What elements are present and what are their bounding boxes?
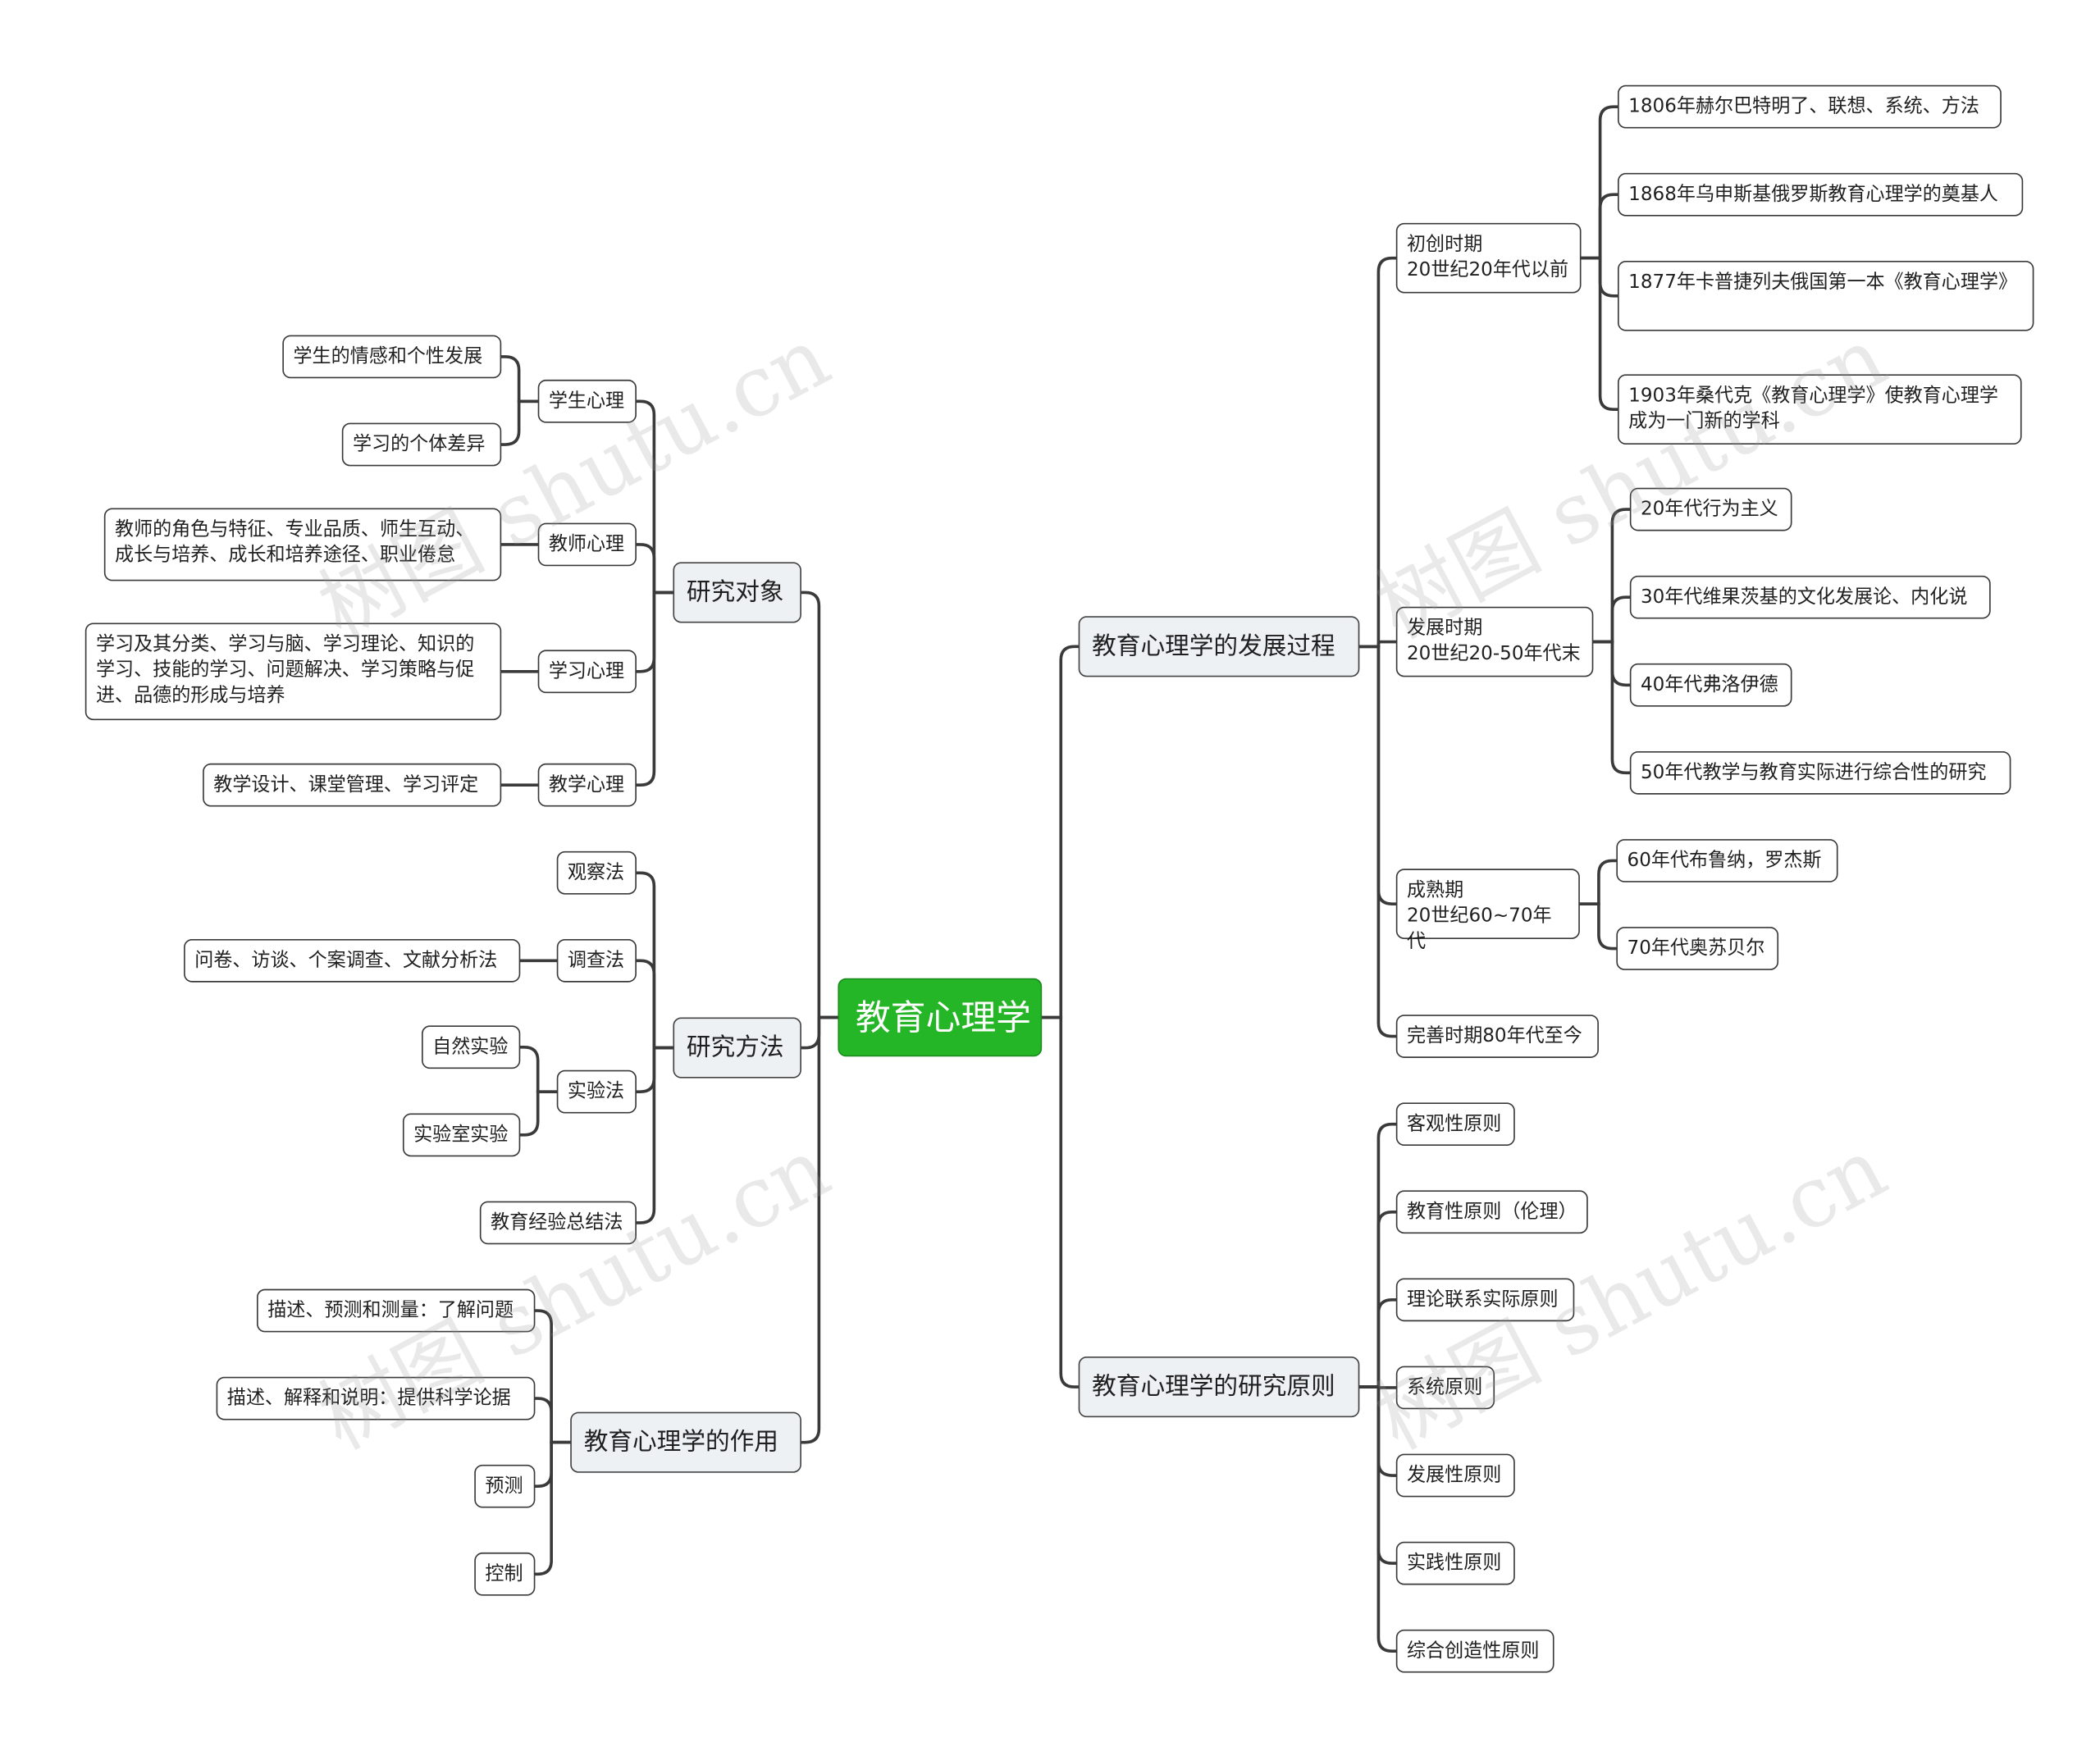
method-experiment[interactable]: 实验法 xyxy=(556,1069,637,1114)
connector-line xyxy=(1578,859,1618,905)
connector-line xyxy=(533,1309,573,1444)
principle-system[interactable]: 系统原则 xyxy=(1395,1366,1495,1410)
connector-line xyxy=(635,959,675,1050)
principle-educational[interactable]: 教育性原则（伦理） xyxy=(1395,1190,1588,1234)
connector-line xyxy=(1358,1385,1398,1653)
connector-line xyxy=(1591,508,1632,644)
principle-development[interactable]: 发展性原则 xyxy=(1395,1453,1515,1498)
mature-60s[interactable]: 60年代布鲁纳，罗杰斯 xyxy=(1616,839,1838,882)
method-lab-experiment[interactable]: 实验室实验 xyxy=(402,1113,521,1157)
connector-line xyxy=(635,1046,675,1224)
topic-research-methods[interactable]: 研究方法 xyxy=(673,1017,801,1078)
role-describe-predict[interactable]: 描述、预测和测量：了解问题 xyxy=(257,1288,536,1333)
connector-line xyxy=(1358,256,1398,649)
founding-1868[interactable]: 1868年乌申斯基俄罗斯教育心理学的奠基人 xyxy=(1617,172,2024,217)
objects-student-psychology[interactable]: 学生心理 xyxy=(537,379,637,423)
connector-line xyxy=(635,871,675,1050)
objects-learning-leaf[interactable]: 学习及其分类、学习与脑、学习理论、知识的学习、技能的学习、问题解决、学习策略与促… xyxy=(84,622,502,721)
connector-line xyxy=(1358,640,1398,649)
connector-line xyxy=(533,1397,573,1444)
connector-line xyxy=(1358,1210,1398,1389)
connector-line xyxy=(1579,105,1619,260)
principle-practice[interactable]: 实践性原则 xyxy=(1395,1541,1515,1585)
topic-research-objects[interactable]: 研究对象 xyxy=(673,562,801,623)
development-30s[interactable]: 30年代维果茨基的文化发展论、内化说 xyxy=(1629,575,1991,619)
connector-line xyxy=(1358,1122,1398,1389)
role-control[interactable]: 控制 xyxy=(474,1552,536,1596)
objects-teacher-leaf[interactable]: 教师的角色与特征、专业品质、师生互动、成长与培养、成长和培养途径、职业倦怠 xyxy=(103,508,502,581)
connector-line xyxy=(518,1090,559,1137)
role-predict[interactable]: 预测 xyxy=(474,1464,536,1508)
connector-line xyxy=(1040,645,1080,1019)
connector-line xyxy=(800,1015,840,1444)
objects-teacher-psychology[interactable]: 教师心理 xyxy=(537,522,637,567)
topic-roles[interactable]: 教育心理学的作用 xyxy=(570,1411,801,1473)
connector-line xyxy=(635,543,675,595)
topic-development-history[interactable]: 教育心理学的发展过程 xyxy=(1078,616,1360,677)
connector-line xyxy=(635,399,675,595)
connector-line xyxy=(533,1440,573,1576)
connector-line xyxy=(1579,256,1619,411)
connector-line xyxy=(1358,645,1398,1038)
objects-teaching-leaf[interactable]: 教学设计、课堂管理、学习评定 xyxy=(203,763,502,807)
principle-objectivity[interactable]: 客观性原则 xyxy=(1395,1102,1515,1147)
connector-line xyxy=(1358,1298,1398,1389)
connector-line xyxy=(800,591,840,1019)
objects-learning-psychology[interactable]: 学习心理 xyxy=(537,650,637,694)
connector-line xyxy=(1578,902,1618,951)
topic-research-principles[interactable]: 教育心理学的研究原则 xyxy=(1078,1357,1360,1418)
connector-line xyxy=(1591,595,1632,644)
mature-70s[interactable]: 70年代奥苏贝尔 xyxy=(1616,927,1779,970)
connector-line xyxy=(1591,640,1632,775)
connector-line xyxy=(500,399,540,446)
connector-line xyxy=(1040,1015,1080,1389)
role-describe-explain[interactable]: 描述、解释和说明：提供科学论据 xyxy=(216,1376,536,1421)
connector-line xyxy=(518,1045,559,1093)
founding-1903[interactable]: 1903年桑代克《教育心理学》使教育心理学成为一门新的学科 xyxy=(1617,374,2022,445)
root-node[interactable]: 教育心理学 xyxy=(838,978,1043,1057)
period-development[interactable]: 发展时期 20世纪20-50年代末 xyxy=(1395,606,1594,677)
development-50s[interactable]: 50年代教学与教育实际进行综合性的研究 xyxy=(1629,750,2011,795)
method-natural-experiment[interactable]: 自然实验 xyxy=(422,1025,521,1069)
objects-student-leaf-1[interactable]: 学生的情感和个性发展 xyxy=(282,335,502,379)
founding-1806[interactable]: 1806年赫尔巴特明了、联想、系统、方法 xyxy=(1617,84,2002,129)
period-mature[interactable]: 成熟期 20世纪60~70年代 xyxy=(1395,869,1580,952)
connector-line xyxy=(500,355,540,404)
connector-line xyxy=(635,591,675,787)
period-founding[interactable]: 初创时期 20世纪20年代以前 xyxy=(1395,222,1582,294)
development-20s[interactable]: 20年代行为主义 xyxy=(1629,487,1792,531)
objects-teaching-psychology[interactable]: 教学心理 xyxy=(537,763,637,807)
method-experience-summary[interactable]: 教育经验总结法 xyxy=(479,1201,637,1245)
method-survey-leaf[interactable]: 问卷、访谈、个案调查、文献分析法 xyxy=(184,938,521,983)
method-survey[interactable]: 调查法 xyxy=(556,938,637,983)
founding-1877[interactable]: 1877年卡普捷列夫俄国第一本《教育心理学》 xyxy=(1617,260,2034,331)
method-observation[interactable]: 观察法 xyxy=(556,850,637,895)
development-40s[interactable]: 40年代弗洛伊德 xyxy=(1629,663,1792,707)
principle-theory-practice[interactable]: 理论联系实际原则 xyxy=(1395,1278,1575,1322)
principle-synthesis-creation[interactable]: 综合创造性原则 xyxy=(1395,1629,1554,1673)
connector-line xyxy=(1579,193,1619,260)
period-perfecting[interactable]: 完善时期80年代至今 xyxy=(1395,1015,1599,1058)
objects-student-leaf-2[interactable]: 学习的个体差异 xyxy=(341,422,502,467)
